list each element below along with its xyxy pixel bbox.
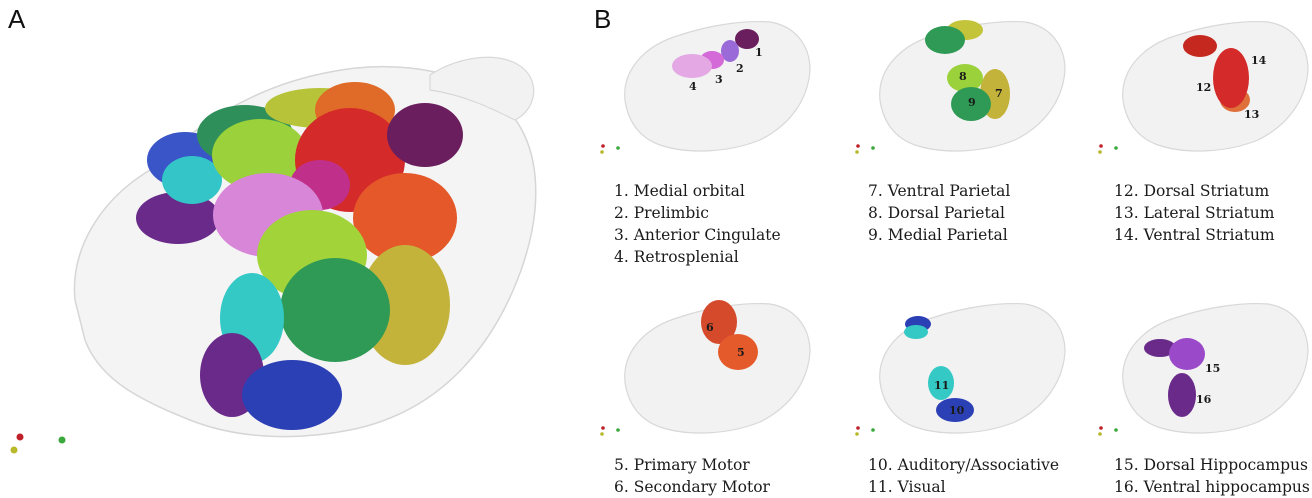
legend-item: 2. Prelimbic xyxy=(614,202,781,224)
label-11: 11 xyxy=(934,379,949,392)
region-16-ventral-hippocampus xyxy=(1168,373,1196,417)
axis-marker-yellow xyxy=(600,432,604,436)
axis-marker-red xyxy=(601,144,605,148)
legend-item: 10. Auditory/Associative xyxy=(868,454,1059,476)
label-3: 3 xyxy=(715,73,723,86)
axis-marker-green xyxy=(616,428,620,432)
label-14: 14 xyxy=(1251,54,1267,67)
axis-marker-red xyxy=(17,434,24,441)
brain-figure-group6: 15 16 xyxy=(1098,282,1312,442)
brain-overview-figure xyxy=(0,0,560,496)
brain-outline xyxy=(625,22,810,151)
label-1: 1 xyxy=(755,46,763,59)
axis-marker-yellow xyxy=(855,432,859,436)
axis-marker-green xyxy=(871,428,875,432)
label-8: 8 xyxy=(959,70,967,83)
axis-marker-red xyxy=(856,144,860,148)
label-5: 5 xyxy=(737,346,745,359)
axis-marker-green xyxy=(59,437,66,444)
legend-item: 5. Primary Motor xyxy=(614,454,770,476)
axis-marker-green xyxy=(1114,428,1118,432)
region-darkpurple-front xyxy=(387,103,463,167)
region-green-lower xyxy=(280,258,390,362)
region-cyan-top xyxy=(904,325,928,339)
label-15: 15 xyxy=(1205,362,1220,375)
legend-item: 3. Anterior Cingulate xyxy=(614,224,781,246)
axis-marker-red xyxy=(601,426,605,430)
axis-marker-red xyxy=(1099,426,1103,430)
axis-marker-green xyxy=(871,146,875,150)
axis-marker-yellow xyxy=(855,150,859,154)
axis-marker-green xyxy=(1114,146,1118,150)
legend-group6: 15. Dorsal Hippocampus 16. Ventral hippo… xyxy=(1114,454,1310,498)
axis-marker-yellow xyxy=(11,447,18,454)
legend-group3: 12. Dorsal Striatum 13. Lateral Striatum… xyxy=(1114,180,1275,246)
label-12: 12 xyxy=(1196,81,1211,94)
legend-item: 7. Ventral Parietal xyxy=(868,180,1010,202)
brain-figure-group2: 8 9 7 xyxy=(855,0,1085,170)
region-green-top xyxy=(925,26,965,54)
region-blue-lower xyxy=(242,360,342,430)
region-cyan-left xyxy=(162,156,222,204)
legend-item: 14. Ventral Striatum xyxy=(1114,224,1275,246)
legend-item: 15. Dorsal Hippocampus xyxy=(1114,454,1310,476)
label-10: 10 xyxy=(949,404,965,417)
label-4: 4 xyxy=(689,80,697,93)
label-13: 13 xyxy=(1244,108,1259,121)
brain-figure-group4: 6 5 xyxy=(600,282,830,442)
label-6: 6 xyxy=(706,321,714,334)
brain-figure-group5: 11 10 xyxy=(855,282,1085,442)
legend-item: 9. Medial Parietal xyxy=(868,224,1010,246)
label-9: 9 xyxy=(968,96,976,109)
axis-marker-yellow xyxy=(1098,150,1102,154)
region-4-retrosplenial xyxy=(672,54,712,78)
axis-marker-green xyxy=(616,146,620,150)
label-16: 16 xyxy=(1196,393,1212,406)
label-2: 2 xyxy=(736,62,744,75)
brain-figure-group1: 1 2 3 4 xyxy=(600,0,830,170)
legend-group4: 5. Primary Motor 6. Secondary Motor xyxy=(614,454,770,498)
axis-marker-yellow xyxy=(600,150,604,154)
brain-figure-group3: 14 12 13 xyxy=(1098,0,1312,170)
legend-group5: 10. Auditory/Associative 11. Visual xyxy=(868,454,1059,498)
legend-group2: 7. Ventral Parietal 8. Dorsal Parietal 9… xyxy=(868,180,1010,246)
legend-item: 13. Lateral Striatum xyxy=(1114,202,1275,224)
legend-item: 11. Visual xyxy=(868,476,1059,498)
legend-item: 6. Secondary Motor xyxy=(614,476,770,498)
legend-item: 12. Dorsal Striatum xyxy=(1114,180,1275,202)
axis-marker-red xyxy=(1099,144,1103,148)
label-7: 7 xyxy=(995,87,1003,100)
legend-item: 8. Dorsal Parietal xyxy=(868,202,1010,224)
region-12-dorsal-striatum xyxy=(1183,35,1217,57)
legend-item: 4. Retrosplenial xyxy=(614,246,781,268)
region-14-ventral-striatum xyxy=(1213,48,1249,108)
legend-item: 1. Medial orbital xyxy=(614,180,781,202)
legend-item: 16. Ventral hippocampus xyxy=(1114,476,1310,498)
axis-marker-red xyxy=(856,426,860,430)
legend-group1: 1. Medial orbital 2. Prelimbic 3. Anteri… xyxy=(614,180,781,268)
region-15-dorsal-hippocampus xyxy=(1169,338,1205,370)
axis-marker-yellow xyxy=(1098,432,1102,436)
